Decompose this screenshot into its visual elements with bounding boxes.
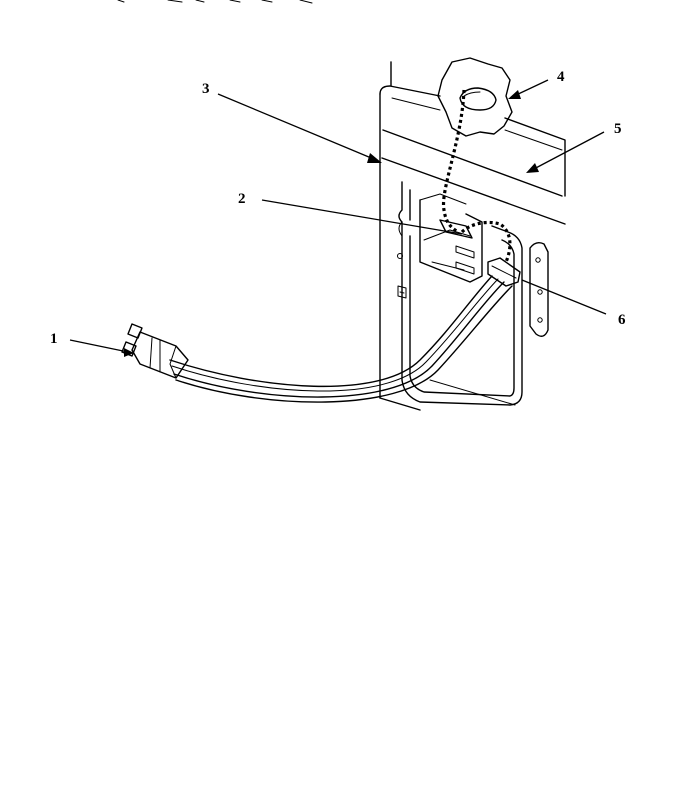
- callout-1: 1: [50, 331, 58, 347]
- wire-routing-dashes: [441, 89, 512, 263]
- callout-3: 3: [202, 81, 210, 97]
- power-cord: [169, 275, 513, 403]
- callout-2: 2: [238, 191, 246, 207]
- cord-inlet-plate: [437, 57, 513, 137]
- service-panel: [397, 181, 523, 406]
- top-edge-fragment: [117, 0, 313, 4]
- callout-5: 5: [614, 121, 622, 137]
- leader-lines: [69, 79, 607, 357]
- strain-relief-bushing: [487, 257, 521, 287]
- callout-6: 6: [618, 312, 626, 328]
- cabinet-body: [379, 61, 566, 411]
- callout-4: 4: [557, 69, 565, 85]
- cord-plug: [121, 323, 189, 379]
- mounting-strap: [529, 241, 549, 337]
